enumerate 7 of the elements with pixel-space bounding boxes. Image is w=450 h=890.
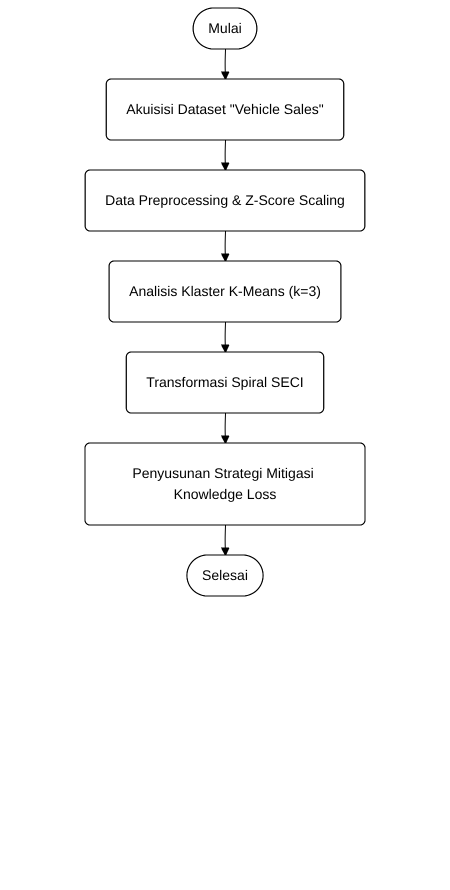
- arrow: [220, 525, 230, 556]
- arrow: [220, 322, 230, 353]
- arrow: [220, 231, 230, 262]
- arrow: [220, 49, 230, 80]
- arrow: [220, 413, 230, 444]
- arrow: [220, 140, 230, 171]
- node-text: Penyusunan Strategi Mitigasi Knowledge Loss: [132, 465, 314, 502]
